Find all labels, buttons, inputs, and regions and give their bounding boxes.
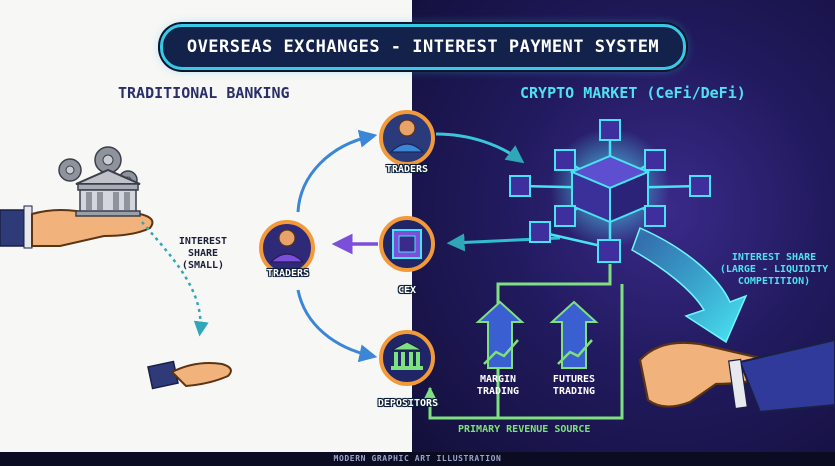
footer-band xyxy=(0,452,835,466)
crypto-market-heading: CRYPTO MARKET (CeFi/DeFi) xyxy=(520,84,746,102)
traders-to-depositors-arrow xyxy=(296,289,378,363)
traders-top-label: TRADERS xyxy=(385,164,429,175)
traditional-banking-heading: TRADITIONAL BANKING xyxy=(118,84,290,102)
large-interest-arrow xyxy=(631,226,748,344)
large-interest-label: INTEREST SHARE (LARGE - LIQUIDITY COMPET… xyxy=(719,252,829,287)
receiving-hand-small-icon xyxy=(147,360,232,390)
page-title: OVERSEAS EXCHANGES - INTEREST PAYMENT SY… xyxy=(160,24,686,70)
primary-revenue-label: PRIMARY REVENUE SOURCE xyxy=(458,424,591,435)
hand-with-bank-icon xyxy=(0,146,154,249)
top-traders-to-market-arrow xyxy=(435,132,525,164)
footer-caption: MODERN GRAPHIC ART ILLUSTRATION xyxy=(333,454,502,463)
futures-trading-label: FUTURES TRADING xyxy=(552,374,596,397)
traders-center-node xyxy=(259,220,315,276)
small-interest-label: INTEREST SHARE (SMALL) xyxy=(178,236,228,271)
depositors-node xyxy=(379,330,435,386)
revenue-loop-right xyxy=(498,284,624,420)
traders-center-label: TRADERS xyxy=(266,268,310,279)
traders-to-top-arrow xyxy=(296,129,378,213)
crypto-network-icon xyxy=(509,119,711,263)
margin-trading-label: MARGIN TRADING xyxy=(476,374,520,397)
margin-trading-arrow-icon xyxy=(475,300,525,369)
traders-top-node xyxy=(379,110,435,166)
cex-node xyxy=(379,216,435,272)
depositors-label: DEPOSITORS xyxy=(377,398,439,409)
small-interest-arrow xyxy=(141,221,209,337)
cex-label: CEX xyxy=(397,285,417,296)
receiving-hand-large-icon xyxy=(638,338,835,414)
futures-trading-arrow-icon xyxy=(549,300,599,369)
